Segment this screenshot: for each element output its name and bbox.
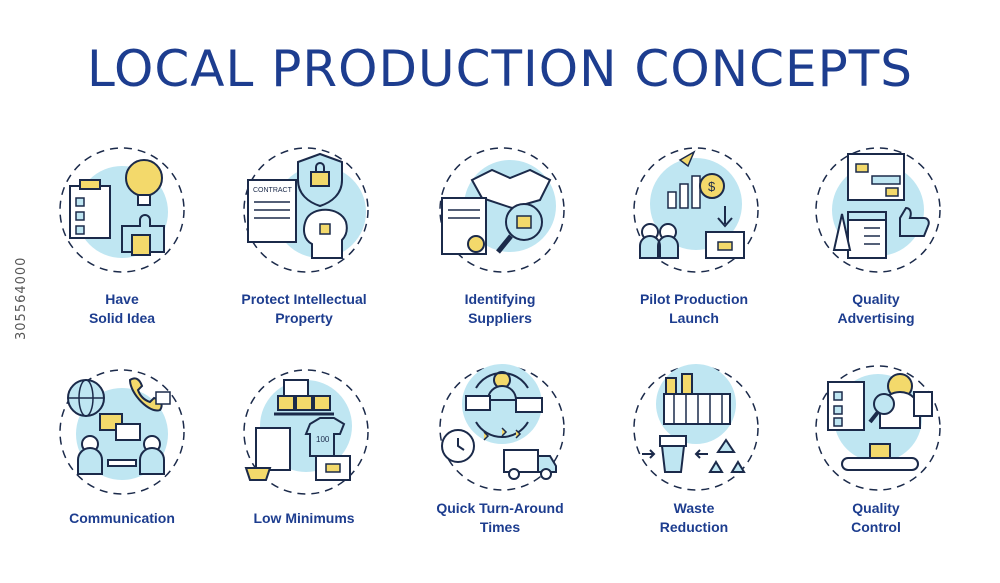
page-title: LOCAL PRODUCTION CONCEPTS	[86, 40, 914, 98]
boxes-minimum-icon: 100	[236, 362, 376, 502]
svg-text:100: 100	[316, 435, 330, 444]
delivery-cycle-icon	[432, 358, 572, 498]
communication-icon	[52, 362, 192, 502]
svg-text:CONTRACT: CONTRACT	[253, 187, 293, 194]
concept-label: Communication	[69, 510, 175, 526]
concept-label: Low Minimums	[253, 510, 355, 526]
contract-shield-icon: CONTRACT	[236, 140, 376, 280]
factory-recycle-icon	[626, 358, 766, 498]
advertising-thumbs-up-icon	[808, 140, 948, 280]
launch-growth-icon: $	[626, 140, 766, 280]
handshake-search-icon	[432, 140, 572, 280]
stock-id-watermark: 305564000	[14, 256, 29, 340]
quality-inspector-icon	[808, 358, 948, 498]
svg-text:$: $	[708, 179, 716, 194]
idea-puzzle-icon	[52, 140, 192, 280]
